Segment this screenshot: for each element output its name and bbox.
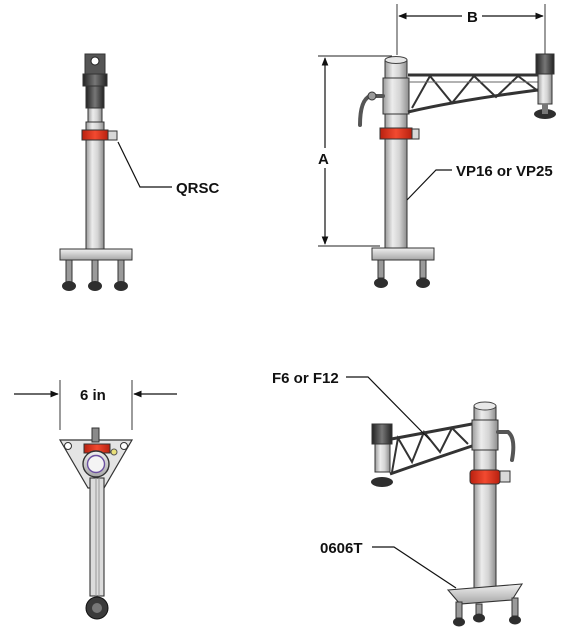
label-width: 6 in bbox=[80, 387, 106, 404]
quick-release-collar-icon bbox=[469, 469, 511, 485]
front-view: QRSC bbox=[59, 53, 220, 291]
truss-arm bbox=[407, 73, 539, 114]
side-view: B A bbox=[318, 4, 556, 288]
clamp-knob-icon bbox=[371, 423, 393, 487]
top-view: 6 in bbox=[14, 380, 177, 620]
locking-lever-icon bbox=[496, 430, 516, 462]
label-dim-b: B bbox=[467, 9, 478, 26]
post bbox=[85, 121, 105, 251]
base bbox=[446, 583, 524, 627]
label-qrsc: QRSC bbox=[176, 180, 220, 197]
clamp-knob-icon bbox=[534, 53, 556, 119]
clamp-knob-icon bbox=[82, 53, 108, 123]
label-base: 0606T bbox=[320, 540, 363, 557]
truss-arm bbox=[385, 422, 473, 476]
clamp-knob-icon bbox=[85, 596, 109, 620]
label-post: VP16 or VP25 bbox=[456, 163, 553, 180]
quick-release-collar-icon bbox=[81, 129, 118, 141]
quick-release-collar-icon bbox=[379, 127, 420, 140]
label-arm: F6 or F12 bbox=[272, 370, 339, 387]
label-dim-a: A bbox=[318, 151, 329, 168]
base bbox=[371, 247, 435, 288]
locking-lever-icon bbox=[358, 91, 385, 127]
base bbox=[59, 248, 133, 291]
isometric-view: F6 or F12 0606T bbox=[272, 370, 524, 627]
